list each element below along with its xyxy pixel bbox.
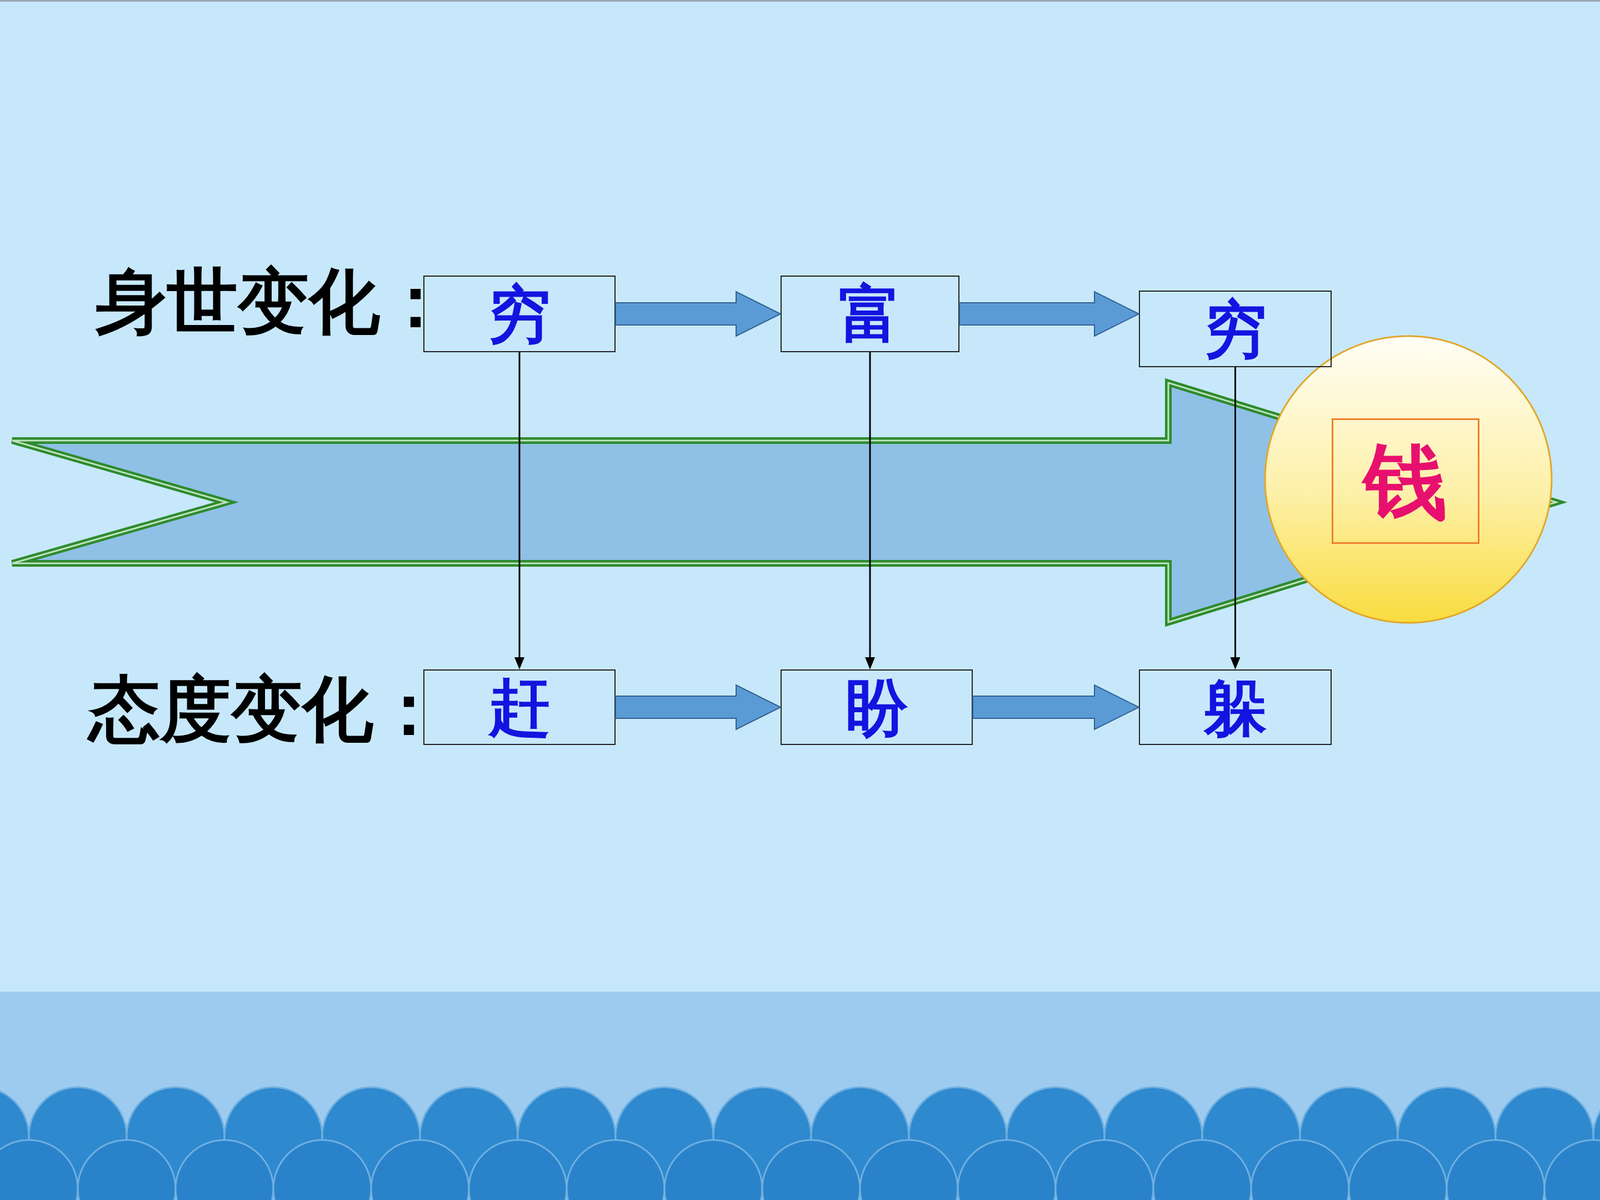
scallop: [1055, 1140, 1154, 1200]
connector: [972, 685, 1139, 730]
scallop: [1544, 1140, 1600, 1200]
node-text: 穷: [1204, 297, 1267, 360]
block-arrow: [615, 685, 781, 730]
attitude-box: 赶: [423, 669, 616, 745]
scallop: [1446, 1140, 1545, 1200]
scallop: [77, 1140, 176, 1200]
node-text: 钱: [1363, 439, 1448, 523]
connector-line: [869, 352, 872, 658]
scallop: [664, 1140, 763, 1200]
top-rule: [0, 0, 1600, 2]
connector: [615, 685, 781, 730]
scallop: [957, 1140, 1056, 1200]
scallop: [175, 1140, 274, 1200]
node-text: 富: [838, 282, 902, 345]
node-text: 躲: [1204, 676, 1267, 739]
attitude-box: 盼: [780, 669, 973, 745]
connector: [959, 291, 1139, 337]
block-arrow: [615, 291, 781, 337]
scallop: [273, 1140, 372, 1200]
scallop: [762, 1140, 860, 1200]
status-box: 富: [780, 275, 960, 353]
scallop: [468, 1140, 567, 1200]
connector: [514, 352, 525, 670]
scallop: [1348, 1140, 1447, 1200]
row-label: 态度变化：: [88, 673, 445, 745]
node-text: 赶: [488, 676, 551, 739]
node-text: 穷: [488, 282, 551, 345]
connector: [615, 291, 781, 337]
status-box: 穷: [1138, 290, 1332, 368]
scallop: [566, 1140, 665, 1200]
connector: [1230, 367, 1241, 670]
row-label: 身世变化：: [95, 265, 452, 337]
scallop: [371, 1140, 469, 1200]
status-box: 穷: [423, 275, 616, 353]
scallop: [1251, 1140, 1349, 1200]
arrow-head: [865, 657, 875, 670]
scallop: [0, 1140, 78, 1200]
scallop-pattern: [0, 1087, 1600, 1200]
money-box: 钱: [1331, 418, 1480, 544]
connector-line: [1234, 367, 1237, 658]
connector: [865, 352, 875, 670]
connector-line: [518, 352, 521, 658]
block-arrow: [959, 291, 1139, 337]
coin-circle: [1265, 336, 1552, 623]
arrow-head: [514, 657, 525, 670]
attitude-box: 躲: [1138, 669, 1332, 745]
arrow-head: [1230, 657, 1241, 670]
block-arrow: [972, 685, 1139, 730]
scallop: [1153, 1140, 1252, 1200]
node-text: 盼: [845, 676, 908, 739]
scallop: [860, 1140, 958, 1200]
